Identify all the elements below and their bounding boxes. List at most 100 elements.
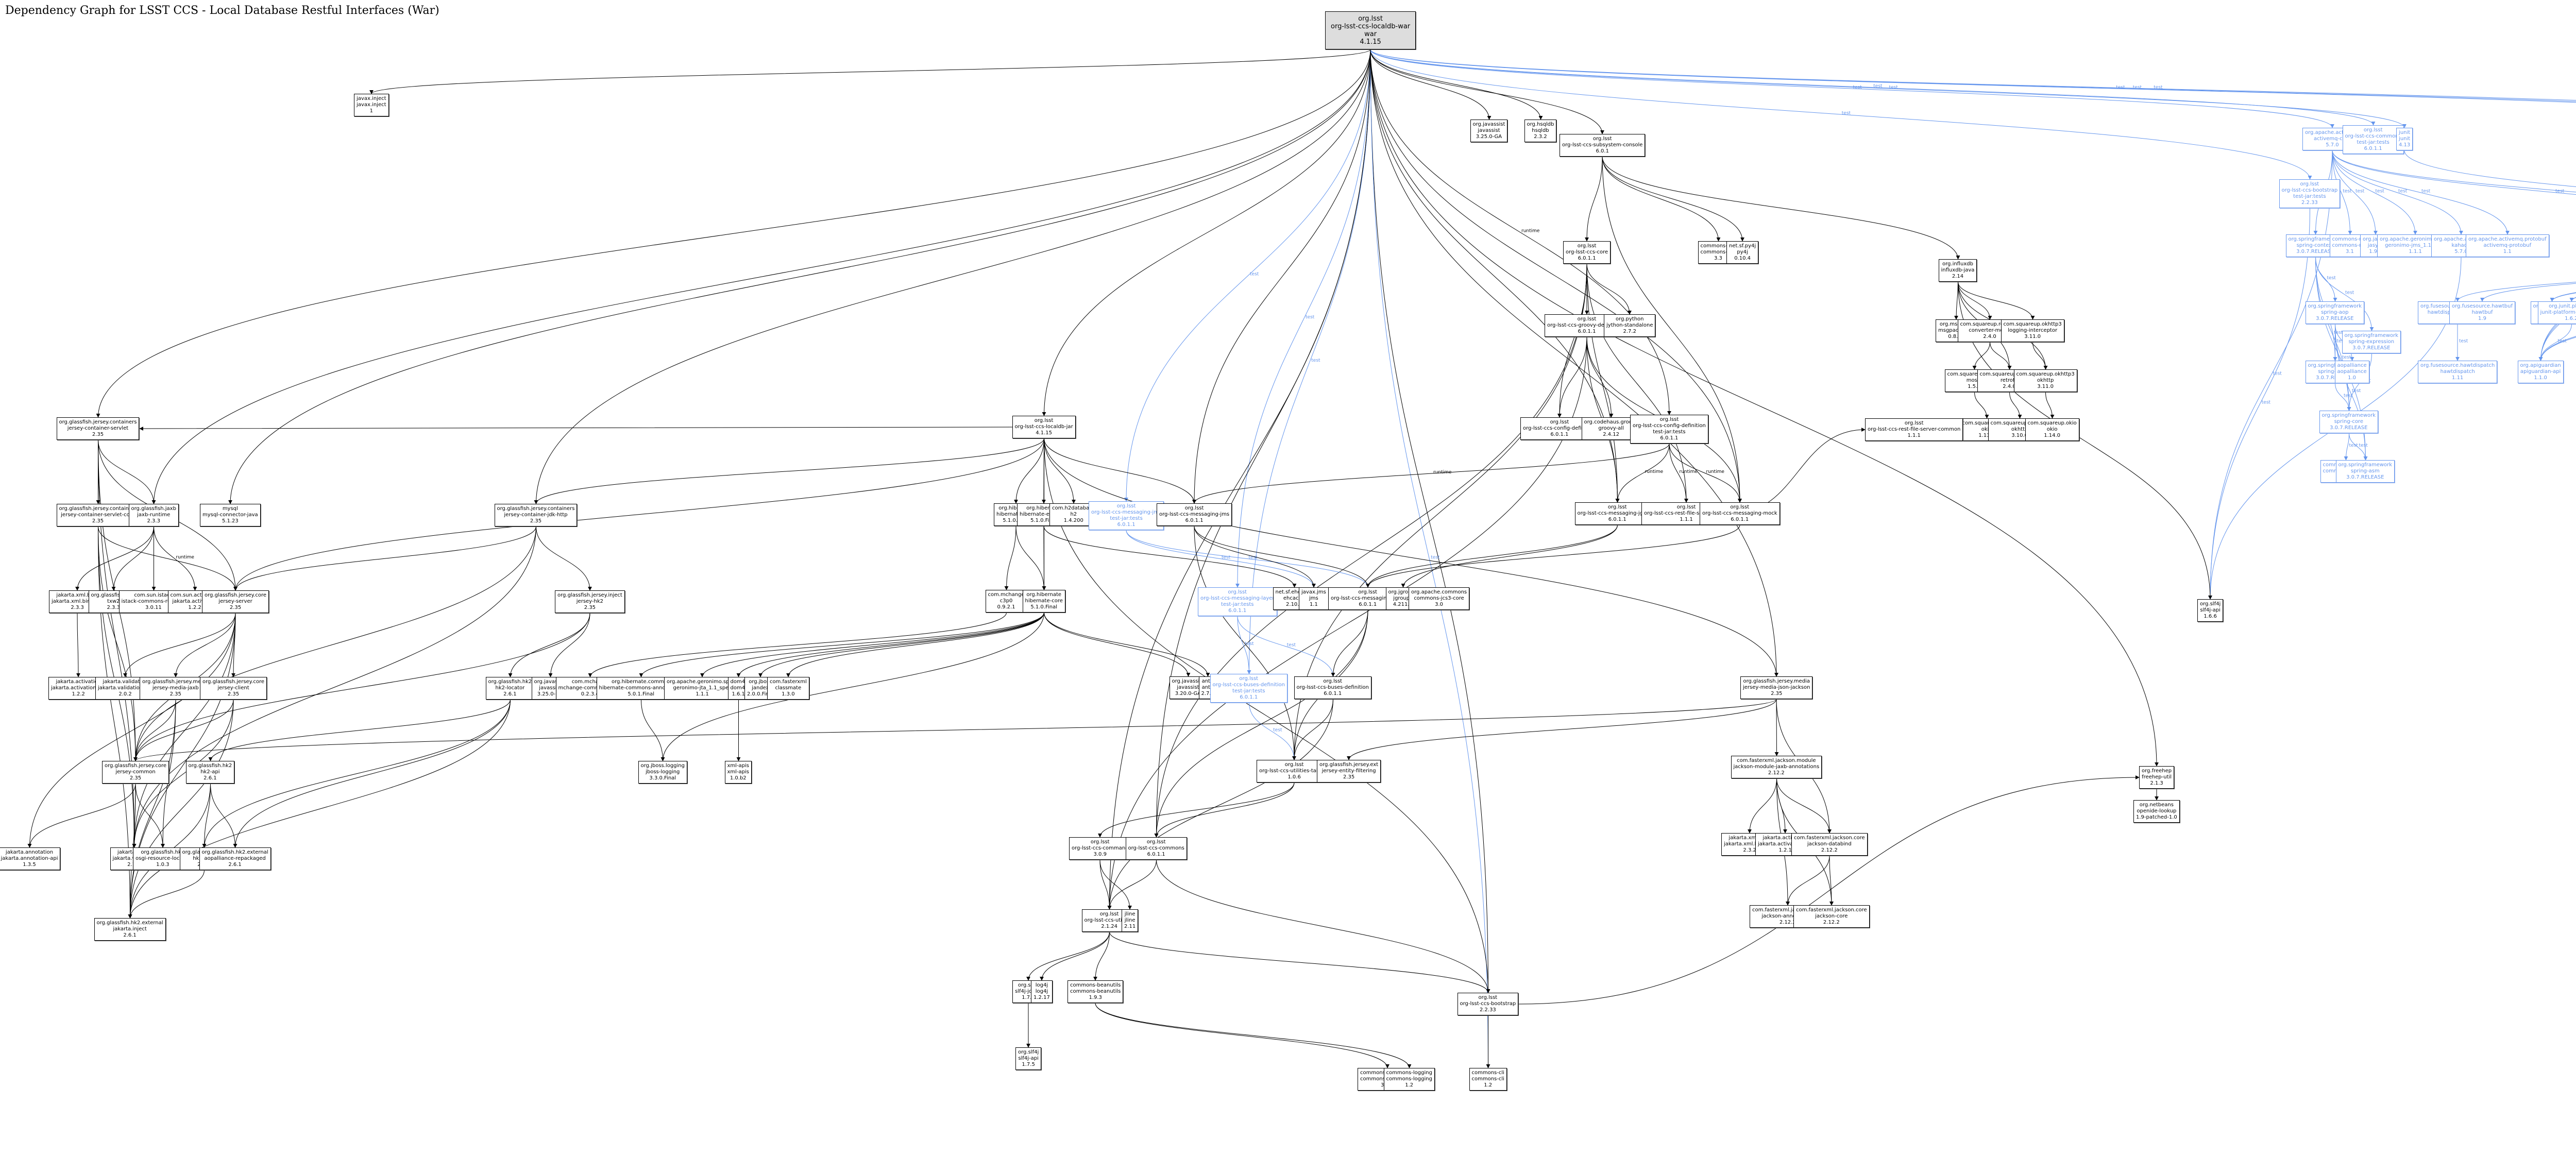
- node-version: 1.2.2: [72, 691, 85, 697]
- dependency-edge: [1026, 931, 1110, 981]
- dependency-edge: [2550, 292, 2576, 302]
- node-group: org.fusesource.hawtbuf: [2452, 303, 2513, 309]
- node-group: org.apiguardian: [2520, 363, 2561, 368]
- dependency-edge: [76, 613, 80, 677]
- node-group: org.junit.platform: [2549, 303, 2576, 309]
- dependency-edge: [1669, 443, 1742, 503]
- node-version: 1.4.200: [1063, 518, 1083, 523]
- dependency-node-platformcommons[interactable]: org.junit.platformjunit-platform-commons…: [2537, 301, 2576, 324]
- node-artifact: slf4j-jdk14: [1015, 989, 1042, 994]
- dependency-edge: [1154, 782, 1295, 838]
- dependency-edge: [1972, 342, 1990, 370]
- edge-scope-label: test: [1250, 272, 1259, 277]
- dependency-edge: [1370, 49, 1492, 120]
- dependency-edge: [2569, 297, 2576, 302]
- edge-scope-label: test: [2154, 85, 2163, 90]
- dependency-edge: [1748, 778, 1777, 834]
- dependency-edge: [1974, 392, 1989, 419]
- node-group: org.glassfish.hk2: [488, 679, 532, 685]
- node-version: 1.0: [2348, 375, 2357, 381]
- dependency-edge: [1015, 525, 1046, 590]
- dependency-edge: [1109, 931, 1490, 993]
- node-version: 2.35: [1343, 774, 1355, 780]
- node-group: org.apache.geronimo.specs: [667, 679, 738, 685]
- node-version: 2.12.2: [1779, 920, 1796, 925]
- node-artifact: jaxb-runtime: [137, 512, 171, 518]
- node-version: 2.6.1: [204, 775, 217, 781]
- dependency-edge: [2349, 433, 2368, 461]
